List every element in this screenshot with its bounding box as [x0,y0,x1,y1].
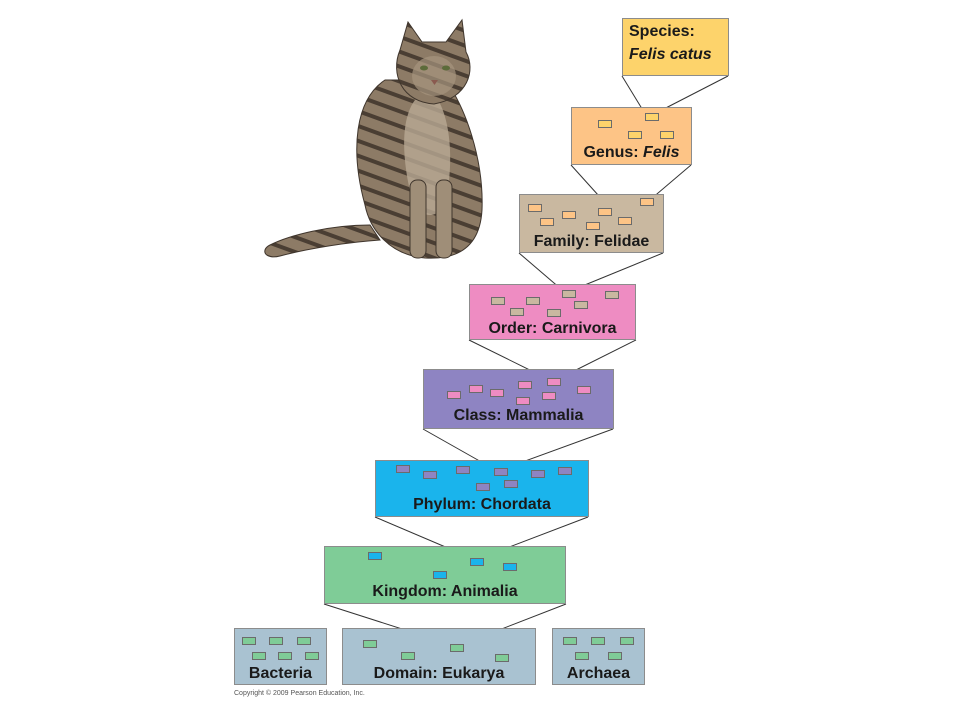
member-marker [476,483,490,491]
order-label: Order: Carnivora [488,320,617,337]
member-marker [562,211,576,219]
member-marker [558,467,572,475]
member-marker [363,640,377,648]
class-box: Class: Mammalia [423,369,614,429]
member-marker [547,378,561,386]
member-marker [645,113,659,121]
member-marker [574,301,588,309]
member-marker [598,208,612,216]
member-marker [510,308,524,316]
member-marker [396,465,410,473]
connector-line [621,75,645,113]
species-name: Felis catus [629,46,712,63]
class-label: Class: Mammalia [453,407,584,424]
member-marker [577,386,591,394]
member-marker [305,652,319,660]
member-marker [528,204,542,212]
member-marker [470,558,484,566]
copyright-notice: Copyright © 2009 Pearson Education, Inc. [234,690,365,697]
member-marker [591,637,605,645]
member-marker [620,637,634,645]
member-marker [423,471,437,479]
member-marker [433,571,447,579]
member-marker [608,652,622,660]
genus-prefix: Genus: [583,144,644,161]
domain-box: Domain: Eukarya [342,628,536,685]
member-marker [628,131,642,139]
member-marker [503,563,517,571]
species-box: Species: Felis catus [622,18,729,76]
member-marker [598,120,612,128]
member-marker [456,466,470,474]
genus-name: Felis [643,144,680,161]
phylum-box: Phylum: Chordata [375,460,589,517]
member-marker [640,198,654,206]
archaea-box: Archaea [552,628,645,685]
member-marker [618,217,632,225]
archaea-label: Archaea [566,665,631,682]
phylum-label: Phylum: Chordata [413,496,551,513]
member-marker [540,218,554,226]
order-box: Order: Carnivora [469,284,636,340]
bacteria-label: Bacteria [248,665,313,682]
domain-label: Domain: Eukarya [373,665,505,682]
member-marker [575,652,589,660]
kingdom-label: Kingdom: Animalia [372,583,518,600]
member-marker [491,297,505,305]
genus-label: Genus: Felis [572,144,691,162]
member-marker [450,644,464,652]
genus-box: Genus: Felis [571,107,692,165]
member-marker [526,297,540,305]
species-label: Species: [629,23,695,40]
member-marker [297,637,311,645]
member-marker [531,470,545,478]
member-marker [518,381,532,389]
member-marker [542,392,556,400]
member-marker [401,652,415,660]
connector-line [574,252,664,290]
connector-line [518,252,562,290]
member-marker [278,652,292,660]
member-marker [469,385,483,393]
family-label: Family: Felidae [533,233,650,250]
member-marker [547,309,561,317]
member-marker [252,652,266,660]
member-marker [562,290,576,298]
member-marker [516,397,530,405]
bacteria-box: Bacteria [234,628,327,685]
member-marker [586,222,600,230]
member-marker [269,637,283,645]
kingdom-box: Kingdom: Animalia [324,546,566,604]
member-marker [447,391,461,399]
member-marker [490,389,504,397]
member-marker [605,291,619,299]
member-marker [495,654,509,662]
member-marker [494,468,508,476]
member-marker [563,637,577,645]
cat-photo [264,18,483,259]
member-marker [242,637,256,645]
family-box: Family: Felidae [519,194,664,253]
connector-line [657,75,729,113]
member-marker [660,131,674,139]
member-marker [368,552,382,560]
member-marker [504,480,518,488]
